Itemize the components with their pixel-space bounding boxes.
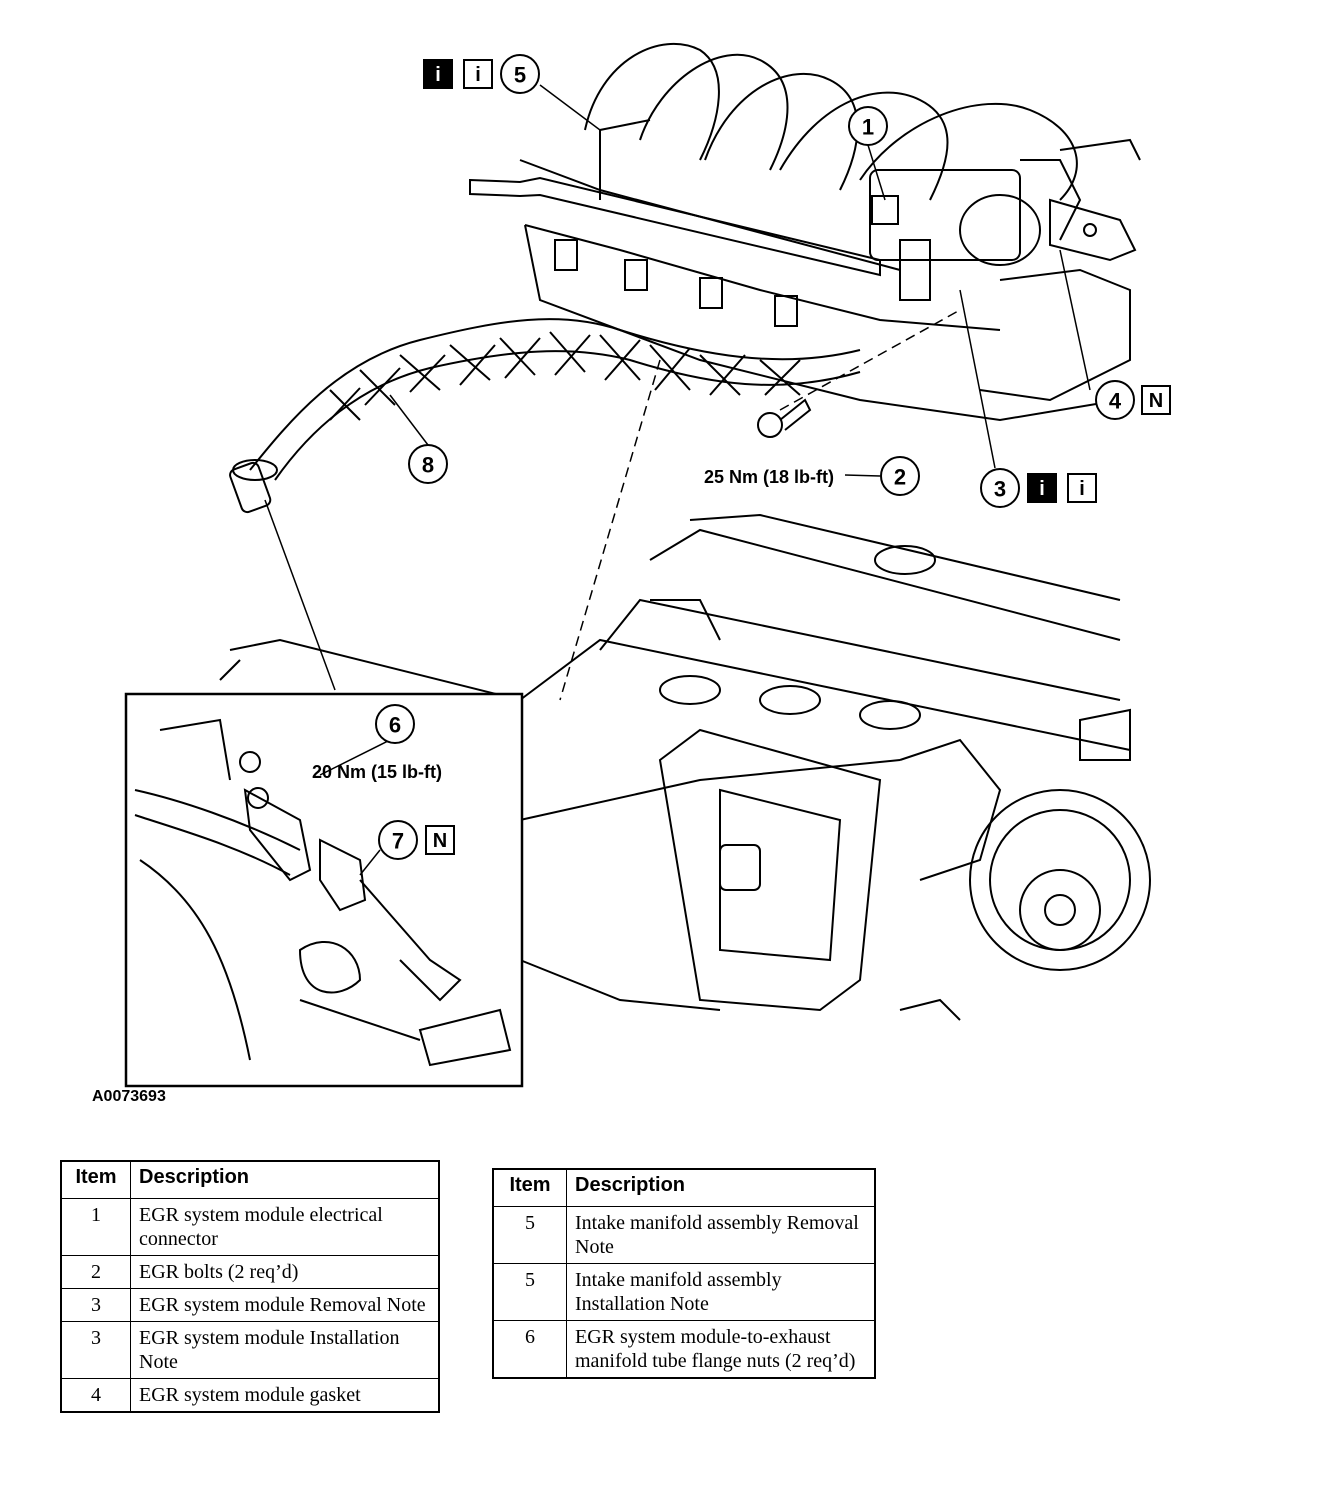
legend-item-number: 1 xyxy=(60,1198,131,1256)
callout-3: 3 xyxy=(994,477,1006,502)
table-row: 6 EGR system module-to-exhaust manifold … xyxy=(492,1320,876,1379)
new-part-letter-7: N xyxy=(433,830,447,852)
removal-note-icon-3 xyxy=(1027,473,1057,503)
legend-item-number: 2 xyxy=(60,1255,131,1289)
callout-8: 8 xyxy=(422,453,434,478)
callout-7: 7 xyxy=(392,829,404,854)
new-part-icon-4 xyxy=(1141,385,1171,415)
engine-egr-diagram: 5 1 4 3 2 8 6 7 i i N i i N 25 Nm (18 lb… xyxy=(124,42,1171,1088)
new-part-icon-7 xyxy=(425,825,455,855)
table-row: 1 EGR system module electrical connector xyxy=(60,1198,440,1256)
legend-item-description: EGR system module gasket xyxy=(130,1378,440,1413)
callout-2: 2 xyxy=(894,465,906,490)
legend-item-number: 5 xyxy=(492,1263,567,1321)
table-row: 3 EGR system module Removal Note xyxy=(60,1288,440,1322)
table-row: 4 EGR system module gasket xyxy=(60,1378,440,1413)
installation-note-letter-3: i xyxy=(1079,478,1085,500)
new-part-letter-4: N xyxy=(1149,390,1163,412)
callout-4-circle xyxy=(1095,380,1135,420)
egr-bolt-drawing xyxy=(757,398,812,438)
engine-block-drawing xyxy=(219,513,1151,1021)
callout-5-circle xyxy=(500,54,540,94)
intake-manifold-drawing xyxy=(469,42,1141,422)
legend-item-number: 3 xyxy=(60,1321,131,1379)
table-row: 5 Intake manifold assembly Removal Note xyxy=(492,1206,876,1264)
legend-item-description: Intake manifold assembly Installation No… xyxy=(566,1263,876,1321)
installation-note-icon-3 xyxy=(1067,473,1097,503)
legend-table-left: Item Description 1 EGR system module ele… xyxy=(60,1160,440,1413)
legend-item-description: EGR system module Removal Note xyxy=(130,1288,440,1322)
installation-note-letter-5: i xyxy=(475,64,481,86)
table-row: 2 EGR bolts (2 req’d) xyxy=(60,1255,440,1289)
callout-7-circle xyxy=(378,820,418,860)
legend-item-description: EGR system module Installation Note xyxy=(130,1321,440,1379)
callout-8-circle xyxy=(408,444,448,484)
legend-right-header-item: Item xyxy=(492,1168,567,1207)
callout-2-circle xyxy=(880,456,920,496)
callout-1-circle xyxy=(848,106,888,146)
torque-spec-6: 20 Nm (15 lb-ft) xyxy=(312,762,442,782)
legend-item-number: 4 xyxy=(60,1378,131,1413)
legend-item-description: EGR system module-to-exhaust manifold tu… xyxy=(566,1320,876,1379)
legend-item-description: EGR system module electrical connector xyxy=(130,1198,440,1256)
egr-tube-drawing xyxy=(229,318,861,514)
legend-left-header-item: Item xyxy=(60,1160,131,1199)
legend-item-number: 5 xyxy=(492,1206,567,1264)
leader-lines xyxy=(264,84,1091,701)
callout-6: 6 xyxy=(389,713,401,738)
table-row: 3 EGR system module Installation Note xyxy=(60,1321,440,1379)
callout-3-circle xyxy=(980,468,1020,508)
torque-spec-2: 25 Nm (18 lb-ft) xyxy=(704,467,834,487)
removal-note-letter-3: i xyxy=(1039,478,1045,500)
legend-left-header-description: Description xyxy=(130,1160,440,1199)
callout-1: 1 xyxy=(862,115,874,140)
removal-note-letter-5: i xyxy=(435,64,441,86)
inset-detail xyxy=(124,692,524,1088)
figure-id: A0073693 xyxy=(92,1088,166,1105)
legend-table-right: Item Description 5 Intake manifold assem… xyxy=(492,1168,876,1379)
installation-note-icon-5 xyxy=(463,59,493,89)
callout-4: 4 xyxy=(1109,389,1122,414)
callout-6-circle xyxy=(375,704,415,744)
legend-right-header-description: Description xyxy=(566,1168,876,1207)
legend-item-number: 6 xyxy=(492,1320,567,1379)
legend-item-description: EGR bolts (2 req’d) xyxy=(130,1255,440,1289)
table-row: 5 Intake manifold assembly Installation … xyxy=(492,1263,876,1321)
legend-item-number: 3 xyxy=(60,1288,131,1322)
legend-item-description: Intake manifold assembly Removal Note xyxy=(566,1206,876,1264)
callout-5: 5 xyxy=(514,63,526,88)
removal-note-icon-5 xyxy=(423,59,453,89)
